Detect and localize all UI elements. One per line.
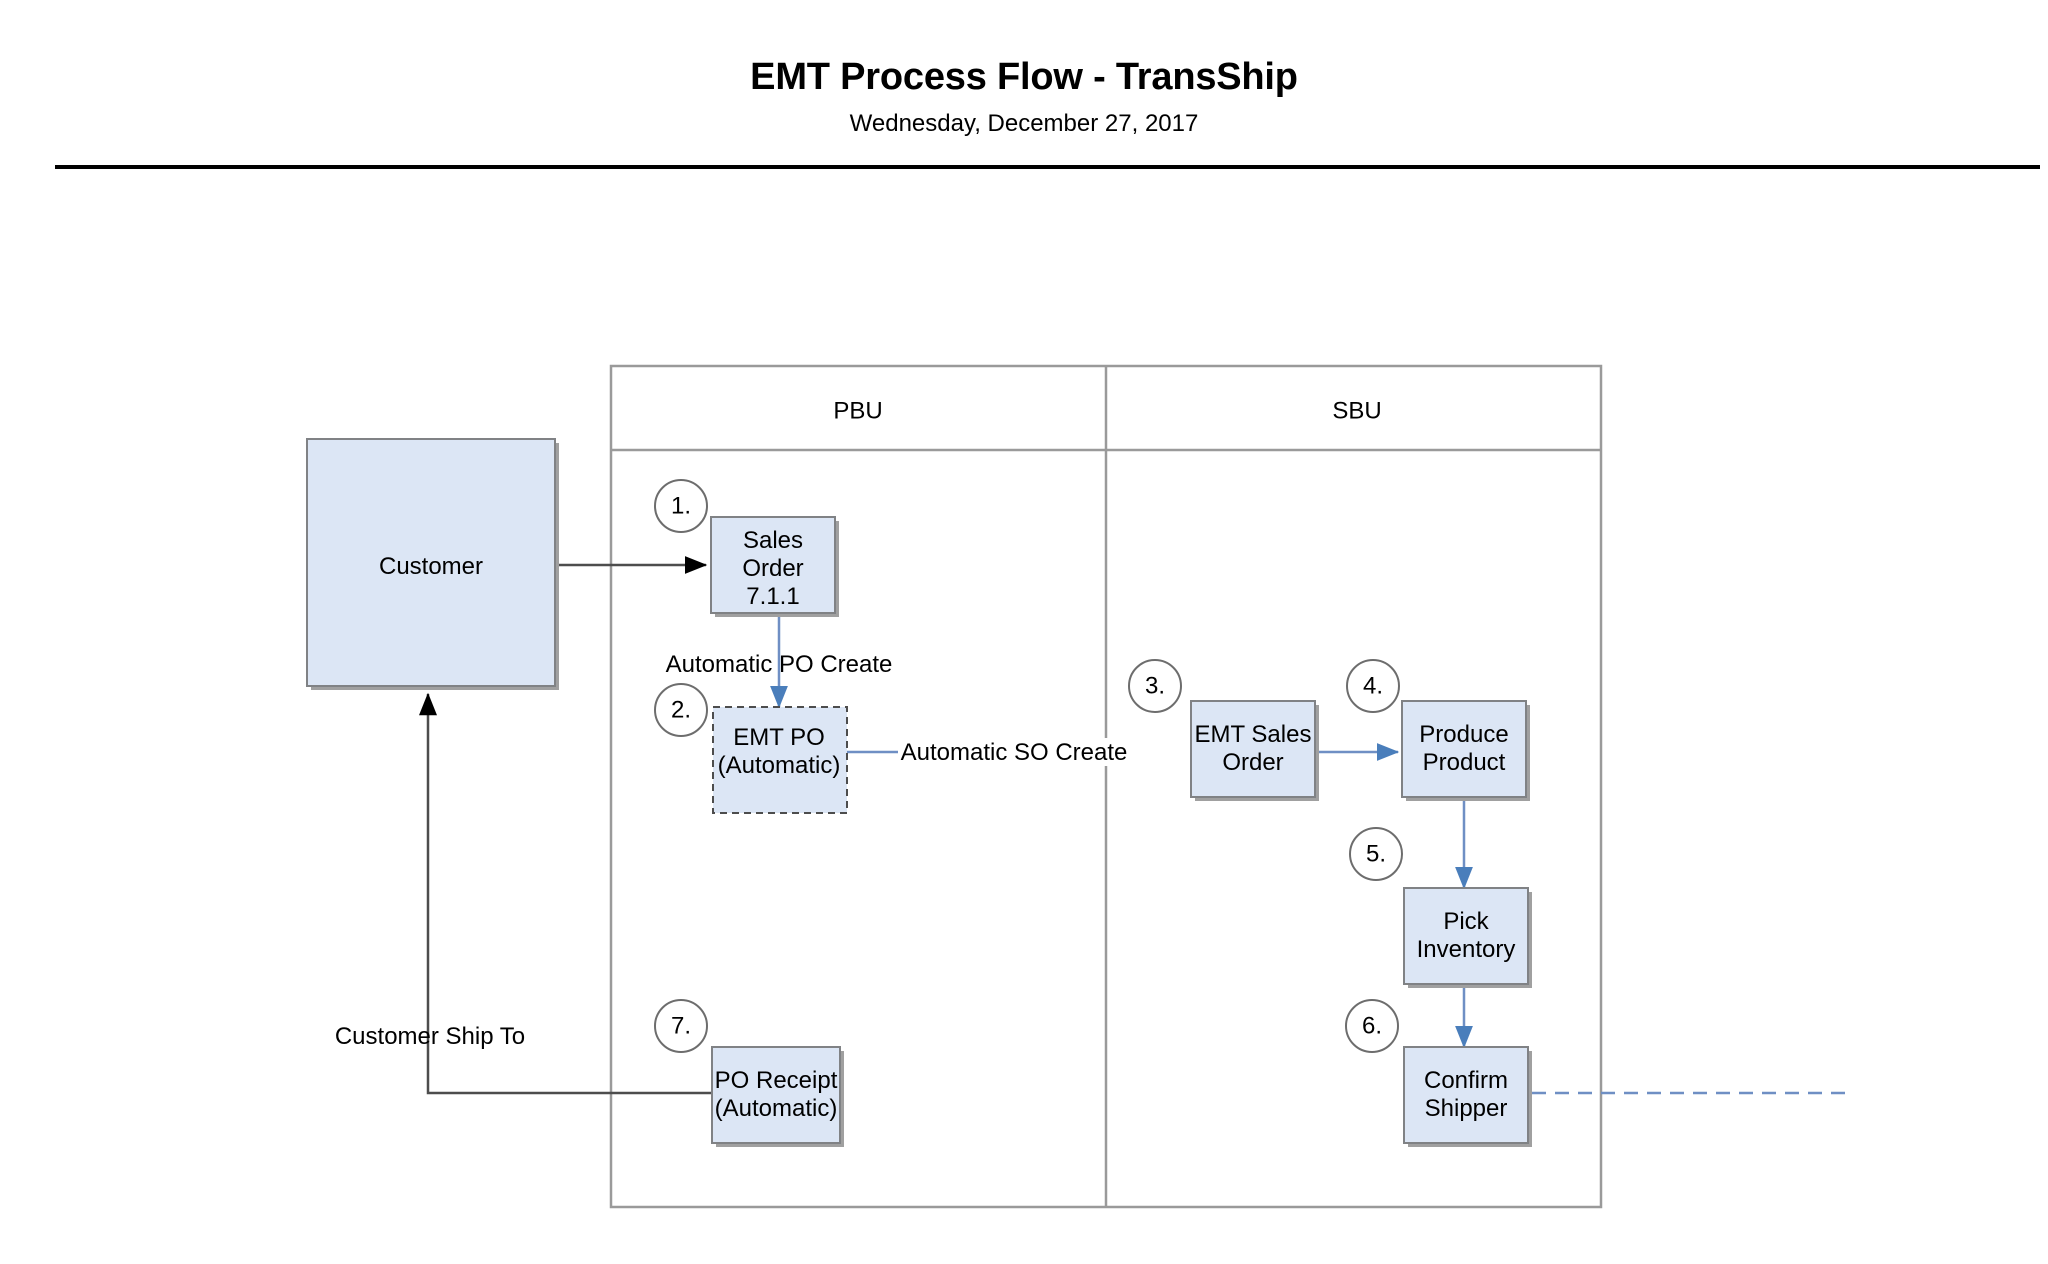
lane-header-sbu: SBU [1332, 397, 1381, 424]
step-marker-4: 4. [1346, 659, 1400, 713]
node-emt-sales-order-line-2: Order [1222, 749, 1283, 776]
node-sales-order-line-2: Order [742, 555, 803, 582]
page-title: EMT Process Flow - TransShip [750, 56, 1298, 98]
node-emt-po[interactable]: EMT PO (Automatic) [712, 706, 848, 814]
edge-po-receipt-to-customer: Customer Ship To [335, 692, 712, 1095]
node-produce-product[interactable]: Produce Product [1401, 700, 1530, 801]
step-marker-7-label: 7. [671, 1012, 691, 1039]
node-produce-product-line-2: Product [1423, 749, 1506, 776]
edge-label-automatic-so-create: Automatic SO Create [901, 739, 1128, 766]
node-emt-sales-order[interactable]: EMT Sales Order [1190, 700, 1319, 801]
node-sales-order-line-1: Sales [743, 527, 803, 554]
lane-label-pbu: PBU [833, 397, 882, 424]
step-marker-5-label: 5. [1366, 840, 1386, 867]
node-customer[interactable]: Customer [306, 438, 559, 690]
node-emt-po-line-1: EMT PO [733, 724, 825, 751]
step-marker-3: 3. [1128, 659, 1182, 713]
node-confirm-shipper[interactable]: Confirm Shipper [1403, 1046, 1532, 1147]
node-po-receipt-line-1: PO Receipt [715, 1067, 838, 1094]
step-marker-7: 7. [654, 999, 708, 1053]
step-marker-2-label: 2. [671, 696, 691, 723]
step-marker-1-label: 1. [671, 492, 691, 519]
edge-label-customer-ship-to: Customer Ship To [335, 1023, 525, 1050]
header-divider [55, 165, 2040, 169]
node-pick-inventory-line-2: Inventory [1417, 936, 1516, 963]
node-confirm-shipper-line-1: Confirm [1424, 1067, 1508, 1094]
page-subtitle: Wednesday, December 27, 2017 [849, 110, 1199, 137]
lane-label-sbu: SBU [1332, 397, 1381, 424]
swimlane-container [609, 364, 1603, 1209]
step-marker-1: 1. [654, 479, 708, 533]
step-marker-4-label: 4. [1363, 672, 1383, 699]
node-customer-label: Customer [379, 553, 483, 580]
step-marker-6: 6. [1345, 999, 1399, 1053]
node-po-receipt-line-2: (Automatic) [715, 1095, 838, 1122]
step-marker-2: 2. [654, 683, 708, 737]
node-emt-po-line-2: (Automatic) [718, 752, 841, 779]
edge-label-automatic-po-create: Automatic PO Create [666, 651, 893, 678]
node-pick-inventory[interactable]: Pick Inventory [1403, 887, 1532, 988]
node-sales-order[interactable]: Sales Order 7.1.1 [710, 516, 839, 617]
node-produce-product-line-1: Produce [1419, 721, 1508, 748]
node-confirm-shipper-line-2: Shipper [1425, 1095, 1508, 1122]
node-po-receipt[interactable]: PO Receipt (Automatic) [711, 1046, 844, 1147]
lane-header-pbu: PBU [833, 397, 882, 424]
node-sales-order-line-3: 7.1.1 [746, 583, 799, 610]
node-pick-inventory-line-1: Pick [1443, 908, 1489, 935]
step-marker-6-label: 6. [1362, 1012, 1382, 1039]
node-emt-sales-order-line-1: EMT Sales [1195, 721, 1312, 748]
step-marker-5: 5. [1349, 827, 1403, 881]
edge-emt-po-to-emt-sales-order: Automatic SO Create [845, 738, 1218, 766]
step-marker-3-label: 3. [1145, 672, 1165, 699]
edge-sales-order-to-emt-po: Automatic PO Create [666, 617, 893, 709]
